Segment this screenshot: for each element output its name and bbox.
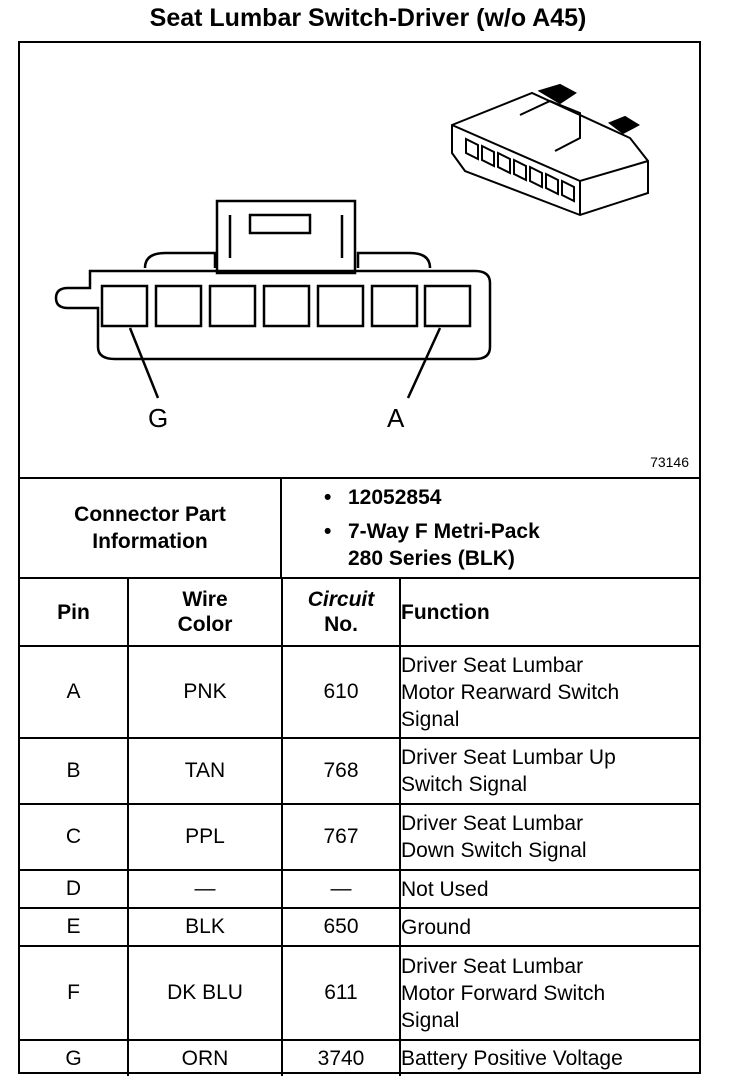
connector-iso-view	[451, 83, 649, 217]
wire-color-cell: DK BLU	[127, 945, 283, 1041]
header-function: Function	[399, 577, 699, 647]
function-line: Battery Positive Voltage	[401, 1047, 623, 1070]
pin-label-a: A	[387, 403, 405, 433]
cavity-d	[262, 284, 311, 328]
connector-body	[54, 269, 492, 361]
function-line: Ground	[401, 915, 472, 939]
circuit-cell: 3740	[281, 1039, 401, 1076]
function-cell: Ground	[399, 907, 699, 947]
pin-cell: A	[20, 645, 129, 739]
connector-face-drawing	[54, 83, 649, 399]
leader-line-g	[128, 327, 160, 399]
circuit-cell: 611	[281, 945, 401, 1041]
wire-color-cell: —	[127, 869, 283, 909]
cavity-b	[370, 284, 419, 328]
connector-info-values: • 12052854 • 7-Way F Metri-Pack 280 Seri…	[282, 479, 699, 577]
function-line: Motor Forward Switch	[401, 981, 606, 1005]
circuit-cell: —	[281, 869, 401, 909]
header-wire-color-line2: Color	[177, 613, 233, 636]
header-wire-color-line1: Wire	[182, 588, 228, 611]
wire-color-cell: PNK	[127, 645, 283, 739]
wire-color-cell: BLK	[127, 907, 283, 947]
cavity-g	[100, 284, 149, 328]
function-line: Switch Signal	[401, 773, 528, 796]
pin-cell: G	[20, 1039, 129, 1076]
circuit-cell: 768	[281, 737, 401, 805]
connector-diagram: G A 73146	[20, 43, 699, 477]
function-line: Motor Rearward Switch	[401, 680, 620, 704]
connector-info-label-line2: Information	[92, 530, 208, 553]
bullet-icon: •	[324, 486, 332, 509]
function-line: Signal	[401, 707, 460, 731]
connector-part-info: Connector Part Information • 12052854 • …	[20, 477, 699, 579]
circuit-cell: 610	[281, 645, 401, 739]
table-row: B TAN 768 Driver Seat Lumbar Up Switch Si…	[20, 737, 699, 805]
header-pin: Pin	[20, 577, 129, 647]
pin-cell: D	[20, 869, 129, 909]
connector-description-line2: 280 Series (BLK)	[348, 547, 515, 570]
wire-color-cell: ORN	[127, 1039, 283, 1076]
circuit-cell: 767	[281, 803, 401, 871]
pin-label-g: G	[148, 403, 169, 433]
connector-info-label: Connector Part Information	[20, 479, 282, 577]
connector-sheet: G A 73146 Connector Part Information • 1…	[18, 41, 701, 1076]
pin-cell: C	[20, 803, 129, 871]
pin-cell: F	[20, 945, 129, 1041]
function-line: Not Used	[401, 877, 489, 901]
bullet-icon: •	[324, 520, 332, 543]
connector-latch	[215, 199, 357, 275]
function-line: Signal	[401, 1008, 460, 1032]
circuit-cell: 650	[281, 907, 401, 947]
connector-info-label-line1: Connector Part	[74, 503, 226, 526]
function-cell: Battery Positive Voltage	[399, 1039, 699, 1076]
cavity-f	[154, 284, 203, 328]
cavity-c	[316, 284, 365, 328]
pin-cell: E	[20, 907, 129, 947]
function-cell: Not Used	[399, 869, 699, 909]
page-title: Seat Lumbar Switch-Driver (w/o A45)	[149, 4, 587, 32]
function-line: Driver Seat Lumbar Up	[401, 746, 616, 769]
cavity-e	[208, 284, 257, 328]
header-circuit-line1: Circuit	[307, 588, 375, 611]
function-line: Driver Seat Lumbar	[401, 954, 584, 978]
wire-color-cell: TAN	[127, 737, 283, 805]
wire-color-cell: PPL	[127, 803, 283, 871]
connector-description-line1: 7-Way F Metri-Pack	[348, 520, 540, 543]
part-number: 12052854	[348, 486, 442, 509]
pin-cell: B	[20, 737, 129, 805]
cavity-a	[423, 284, 472, 328]
function-line: Driver Seat Lumbar	[401, 653, 584, 677]
leader-line-a	[406, 327, 442, 399]
function-line: Driver Seat Lumbar	[401, 812, 584, 835]
header-circuit-line2: No.	[324, 613, 358, 636]
table-row: E BLK 650 Ground	[20, 907, 699, 947]
function-line: Down Switch Signal	[401, 839, 587, 862]
figure-number: 73146	[650, 454, 689, 470]
function-cell: Driver Seat Lumbar Up Switch Signal	[399, 737, 699, 805]
table-row: G ORN 3740 Battery Positive Voltage	[20, 1039, 699, 1076]
table-row: D — — Not Used	[20, 869, 699, 909]
